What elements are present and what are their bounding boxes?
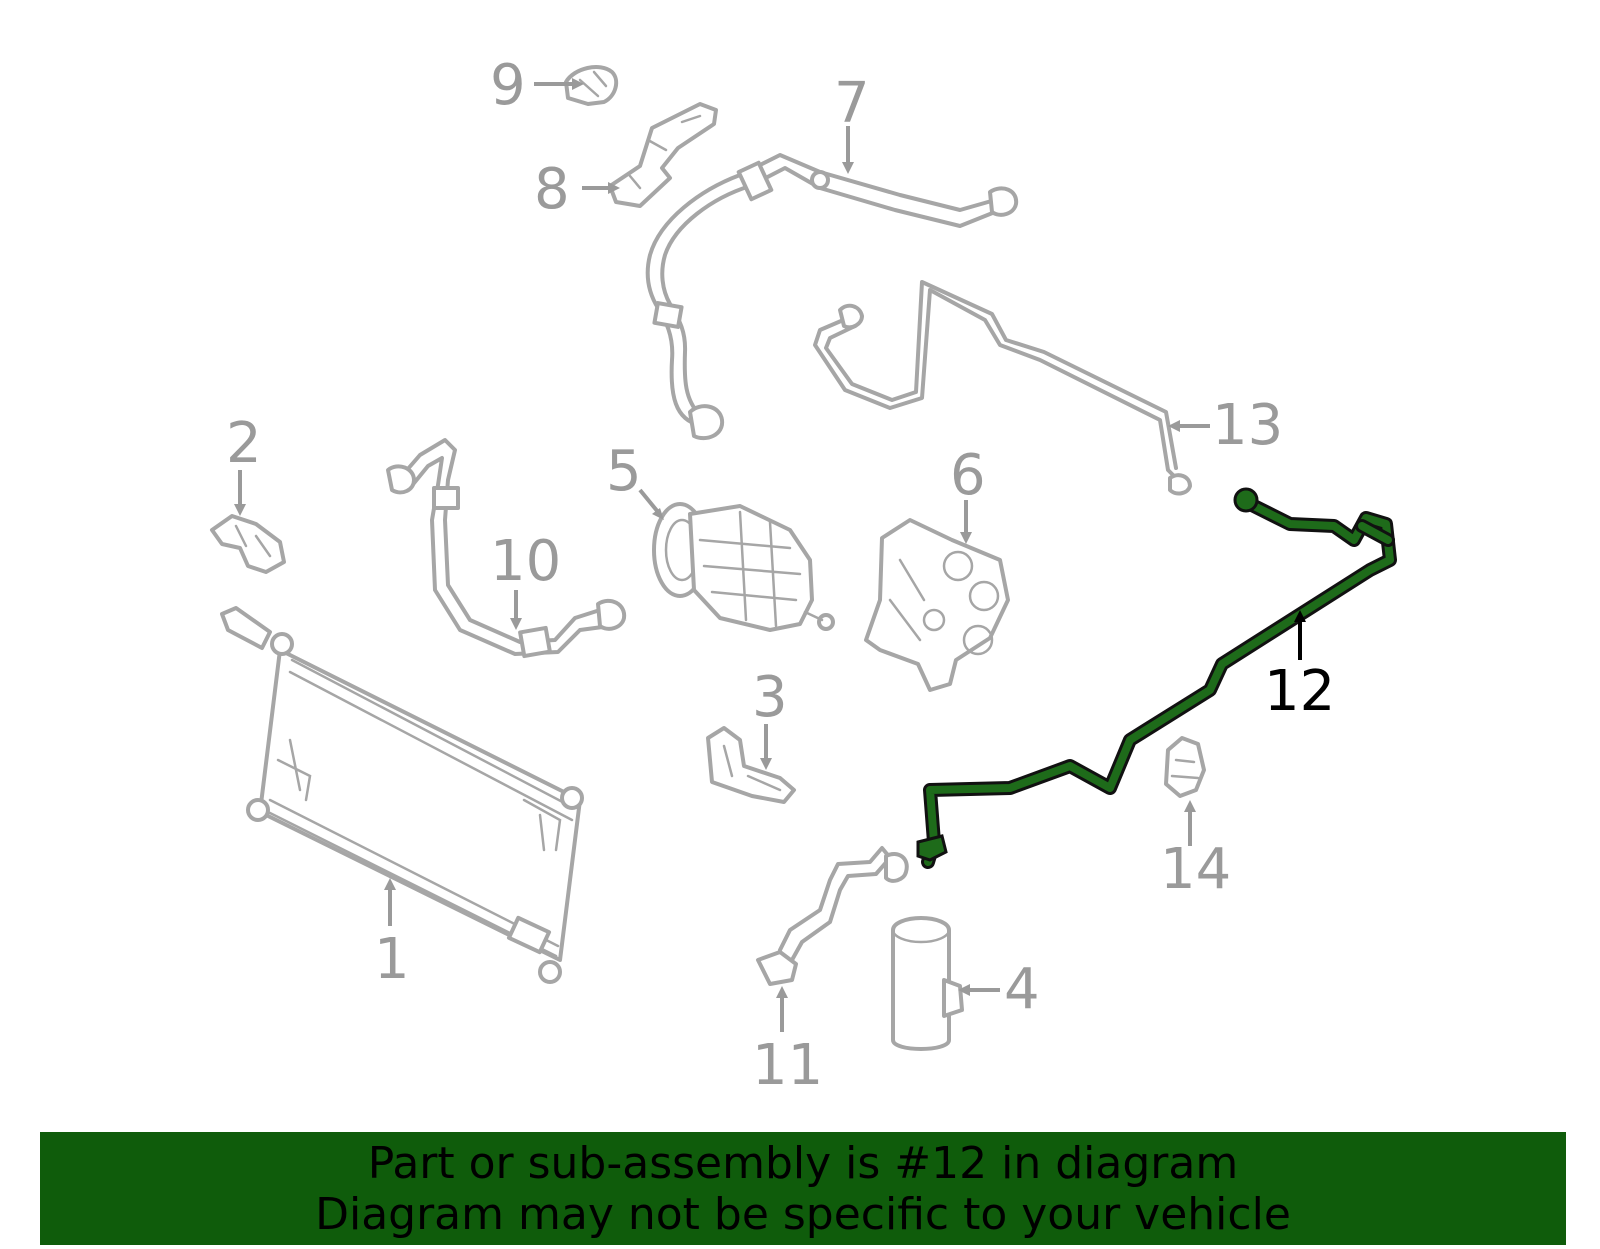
part-12-tube-highlighted[interactable]	[916, 487, 1397, 869]
part-14-clip[interactable]	[1164, 736, 1206, 798]
callout-labels: 9 8 7 2 5 6 10 13 12 3 14 1 4 11	[226, 53, 1335, 1098]
part-2-bracket[interactable]	[210, 514, 286, 574]
callout-11: 11	[752, 1033, 823, 1098]
callout-7: 7	[834, 71, 870, 136]
callout-10: 10	[490, 529, 561, 594]
part-11-tube[interactable]	[756, 846, 909, 986]
notice-banner: Part or sub-assembly is #12 in diagram D…	[40, 1132, 1566, 1245]
callout-8: 8	[534, 157, 570, 222]
callout-leaders	[234, 78, 1306, 1032]
callout-6: 6	[950, 443, 986, 508]
callout-1: 1	[374, 927, 410, 992]
part-8-bracket[interactable]	[608, 102, 718, 208]
callout-2: 2	[226, 411, 262, 476]
callout-5: 5	[606, 439, 642, 504]
banner-line-1: Part or sub-assembly is #12 in diagram	[367, 1137, 1239, 1189]
callout-14: 14	[1160, 837, 1231, 902]
part-9-clip[interactable]	[564, 65, 619, 106]
part-6-bracket[interactable]	[864, 518, 1010, 692]
part-3-bracket[interactable]	[706, 726, 796, 804]
callout-9: 9	[490, 53, 526, 118]
part-1-condenser[interactable]	[220, 606, 584, 984]
callout-12: 12	[1264, 659, 1335, 724]
part-4-drier[interactable]	[891, 916, 964, 1051]
callout-13: 13	[1212, 393, 1283, 458]
banner-line-2: Diagram may not be specific to your vehi…	[315, 1188, 1291, 1240]
part-7-hose[interactable]	[645, 153, 1019, 441]
part-10-hose[interactable]	[386, 438, 627, 659]
part-13-pipe[interactable]	[813, 280, 1192, 496]
part-5-compressor[interactable]	[652, 502, 835, 632]
callout-3: 3	[752, 665, 788, 730]
callout-4: 4	[1004, 957, 1040, 1022]
